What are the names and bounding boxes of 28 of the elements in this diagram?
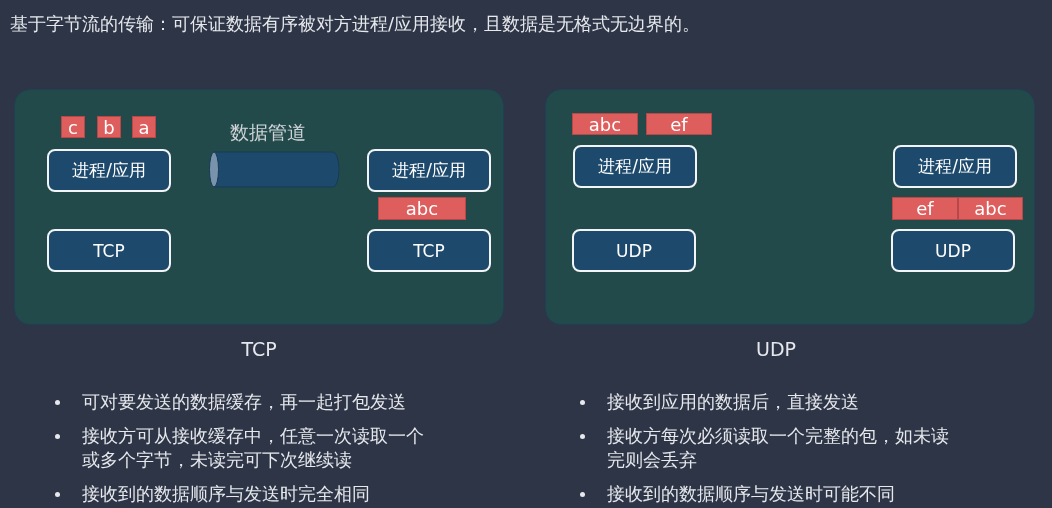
data-chip: ef (646, 113, 712, 135)
data-chip: abc (958, 197, 1023, 220)
panel (545, 89, 1035, 325)
panel-caption: TCP (240, 338, 278, 360)
bullet-text: 可对要发送的数据缓存，再一起打包发送 (82, 390, 407, 414)
title-text: 基于字节流的传输：可保证数据有序被对方进程/应用接收，且数据是无格式无边界的。 (10, 12, 701, 36)
bullet-text: 接收到的数据顺序与发送时可能不同 (607, 482, 896, 506)
process-box: TCP (367, 229, 491, 272)
bullet-text: 接收方可从接收缓存中，任意一次读取一个或多个字节，未读完可下次继续读 (82, 424, 425, 472)
data-chip: ef (892, 197, 958, 220)
data-chip: c (61, 116, 85, 138)
panel-caption: UDP (755, 338, 797, 360)
data-chip: b (97, 116, 121, 138)
data-chip: a (132, 116, 156, 138)
panel (14, 89, 504, 325)
process-box: UDP (572, 229, 696, 272)
process-box: 进程/应用 (573, 145, 697, 188)
bullet-text: 接收到的数据顺序与发送时完全相同 (82, 482, 371, 506)
process-box: 进程/应用 (367, 149, 491, 192)
process-box: TCP (47, 229, 171, 272)
bullet-text: 接收方每次必须读取一个完整的包，如未读完则会丢弃 (607, 424, 950, 472)
bullet-text: 接收到应用的数据后，直接发送 (607, 390, 860, 414)
process-box: 进程/应用 (47, 149, 171, 192)
process-box: UDP (891, 229, 1015, 272)
process-box: 进程/应用 (893, 145, 1017, 188)
pipe-label: 数据管道 (228, 120, 307, 145)
data-chip: abc (378, 197, 466, 220)
data-chip: abc (572, 113, 638, 135)
